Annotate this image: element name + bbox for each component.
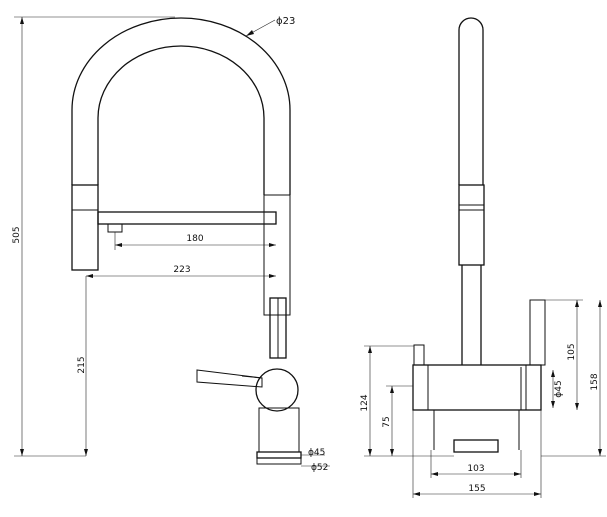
hose-outer	[71, 17, 291, 195]
dim-overall-width-label: 155	[468, 484, 485, 494]
side-spout-top	[458, 17, 484, 185]
base-column	[258, 407, 300, 453]
dim-body-height: 105	[530, 299, 583, 410]
hose-inner	[97, 45, 265, 195]
dim-base-height: 215	[77, 276, 88, 456]
spray-head	[71, 184, 99, 271]
spout-nozzle	[107, 223, 123, 233]
dim-body-height-label: 105	[567, 343, 577, 360]
side-spray-head	[458, 184, 485, 266]
handle-cartridge	[255, 368, 299, 412]
dim-overall-width: 155	[412, 410, 542, 498]
dim-total-height: 505	[12, 16, 175, 457]
side-left-post	[413, 344, 425, 366]
dim-base-diameters: ϕ45 ϕ52	[301, 448, 330, 473]
dim-left-inner-height: 75	[382, 385, 413, 456]
dim-handle-diameter: ϕ45	[551, 370, 564, 408]
side-view: 105 158 ϕ45 124	[360, 17, 606, 498]
dim-base-height-label: 215	[77, 356, 87, 373]
dim-base-diameter-inner-label: ϕ45	[308, 448, 325, 458]
side-body	[412, 364, 542, 411]
dim-handle-diameter-label: ϕ45	[554, 380, 564, 397]
dim-base-width: 103	[430, 450, 522, 478]
dim-hose-diameter-label: ϕ23	[276, 16, 295, 27]
dim-left-height: 124	[360, 345, 454, 457]
side-base	[453, 439, 499, 453]
dim-total-body-height: 158	[541, 300, 606, 457]
dim-overall-reach-label: 223	[173, 265, 190, 275]
side-right-handle	[529, 299, 546, 366]
dim-base-width-label: 103	[467, 464, 484, 474]
dim-spout-reach: 180	[114, 232, 276, 250]
dim-left-height-label: 124	[360, 394, 370, 411]
dim-left-inner-height-label: 75	[382, 416, 392, 427]
handle-lever	[196, 369, 263, 388]
base-ring	[256, 451, 302, 459]
dim-overall-reach: 223	[86, 265, 276, 278]
dim-total-height-label: 505	[12, 226, 22, 243]
dim-base-diameter-outer-label: ϕ52	[311, 463, 328, 473]
front-view: 505 ϕ23 180 223	[12, 16, 330, 473]
dim-spout-reach-label: 180	[186, 234, 203, 244]
dim-total-body-height-label: 158	[590, 373, 600, 390]
dim-hose-diameter: ϕ23	[245, 16, 295, 37]
spout-arm	[97, 211, 277, 225]
